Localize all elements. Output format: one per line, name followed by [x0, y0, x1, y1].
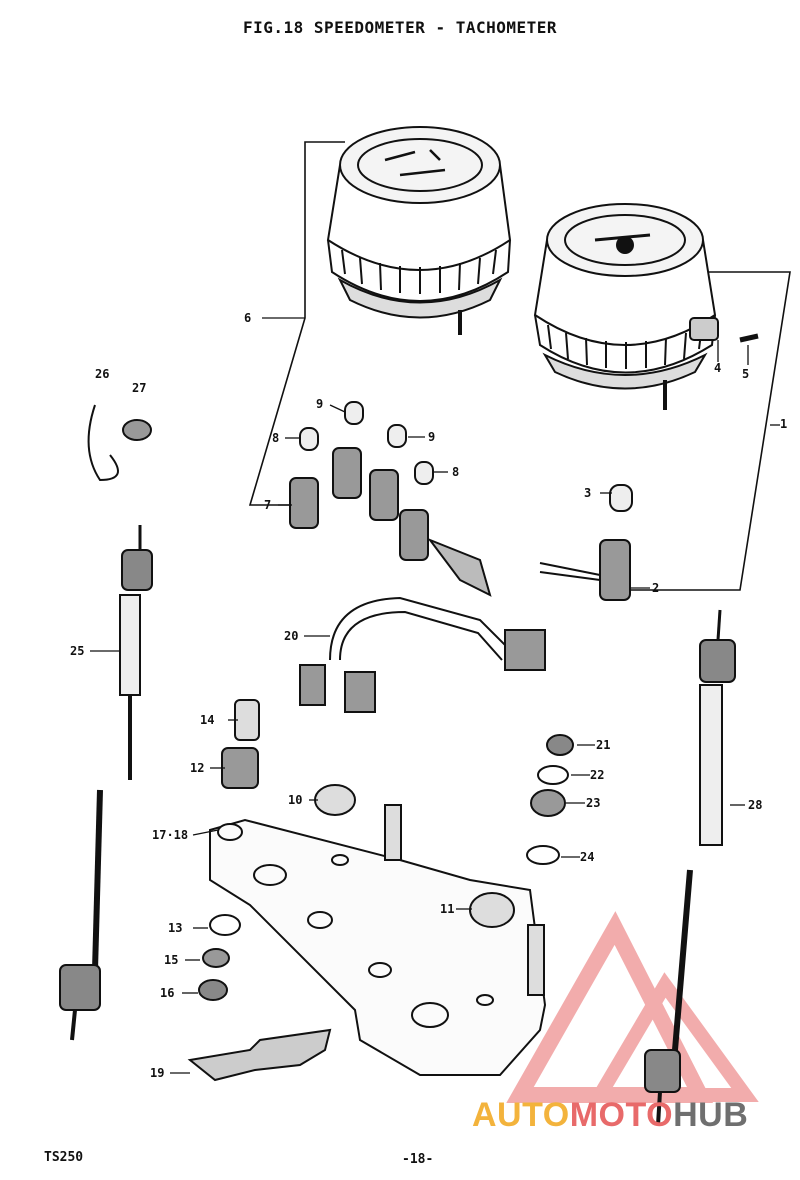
- callout-26: 26: [95, 367, 109, 381]
- mounting-bracket: [209, 784, 547, 1076]
- callout-16: 16: [160, 986, 174, 1000]
- callout-9a: 9: [316, 397, 323, 411]
- callout-labels: 1 2 3 4 5 6 7 8 8 9 9 10 11 12 13 14 15 …: [70, 311, 787, 1080]
- callout-28: 28: [748, 798, 762, 812]
- page-number: -18-: [402, 1152, 434, 1167]
- callout-27: 27: [132, 381, 146, 395]
- callout-11: 11: [440, 902, 454, 916]
- callout-13: 13: [168, 921, 182, 935]
- callout-7: 7: [264, 498, 271, 512]
- speedometer-gauge: [326, 126, 512, 335]
- small-hardware: [87, 404, 574, 1082]
- callout-3: 3: [584, 486, 591, 500]
- page-title: FIG.18 SPEEDOMETER - TACHOMETER: [242, 18, 558, 37]
- watermark-logo-icon: [506, 911, 759, 1103]
- model-label: TS250: [44, 1150, 84, 1165]
- tachometer-cable: [644, 609, 736, 1126]
- watermark-auto: AUTO: [472, 1096, 570, 1134]
- wire-harness: [299, 596, 546, 713]
- callout-1: 1: [780, 417, 787, 431]
- callout-22: 22: [590, 768, 604, 782]
- callout-19: 19: [150, 1066, 164, 1080]
- callout-25: 25: [70, 644, 84, 658]
- callout-15: 15: [164, 953, 178, 967]
- callout-6: 6: [244, 311, 251, 325]
- callout-24: 24: [580, 850, 594, 864]
- callout-8a: 8: [272, 431, 279, 445]
- callout-leaders: [90, 317, 780, 1074]
- callout-21: 21: [596, 738, 610, 752]
- callout-9b: 9: [428, 430, 435, 444]
- tachometer-gauge: [533, 203, 759, 410]
- watermark-moto: MOTO: [569, 1096, 674, 1134]
- watermark-text: AUTOMOTOHUB: [472, 1096, 748, 1135]
- bulbs-and-sockets: [289, 401, 633, 601]
- callout-8b: 8: [452, 465, 459, 479]
- callout-4: 4: [714, 361, 721, 375]
- callout-23: 23: [586, 796, 600, 810]
- callout-12: 12: [190, 761, 204, 775]
- callout-2: 2: [652, 581, 659, 595]
- assembly-bracket-lines: [248, 141, 791, 591]
- speedometer-cable: [59, 525, 153, 1041]
- callout-5: 5: [742, 367, 749, 381]
- watermark-hub: HUB: [673, 1096, 749, 1134]
- callout-10: 10: [288, 793, 302, 807]
- callout-17-18: 17·18: [152, 828, 188, 842]
- callout-20: 20: [284, 629, 298, 643]
- callout-14: 14: [200, 713, 214, 727]
